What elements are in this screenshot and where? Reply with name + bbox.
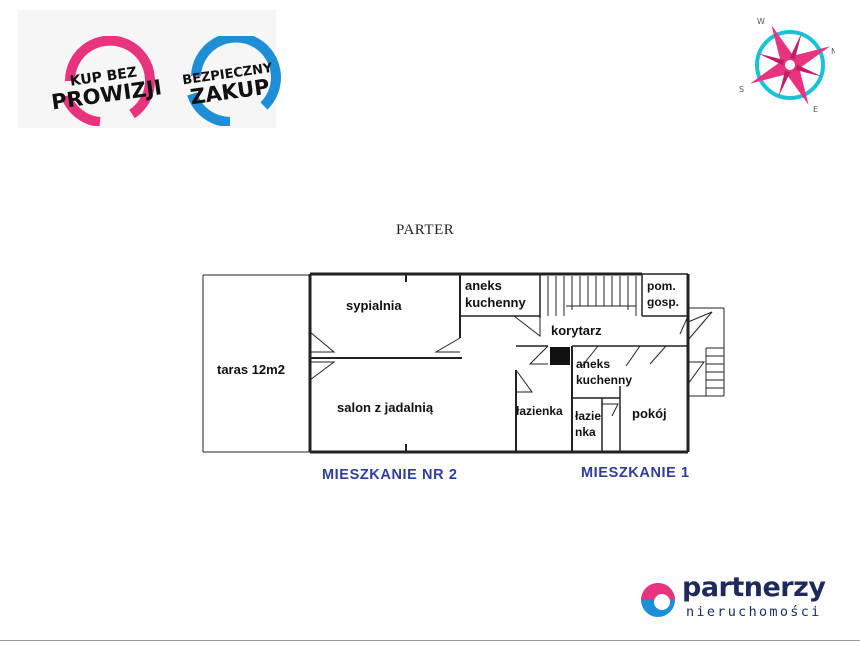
room-aneks-kuchenny-2: aneks kuchenny [576,356,632,388]
partnerzy-logo-icon [641,583,675,617]
room-lazienka-2: łazie nka [575,408,601,440]
room-aneks-kuchenny-1: aneks kuchenny [465,277,526,311]
logo-name: partnerzy [682,572,826,603]
room-aneks-2-line1: aneks [576,357,611,371]
compass-rose-icon: N E S W [735,8,837,120]
room-aneks-1-line1: aneks [465,278,502,293]
compass-letter-n: N [831,47,835,56]
room-aneks-2-line2: kuchenny [576,373,633,387]
room-lazienka-2-line1: łazie [575,409,602,423]
room-lazienka-2-line2: nka [575,425,596,439]
room-korytarz: korytarz [551,323,602,338]
room-lazienka-1: łazienka [516,404,563,418]
room-aneks-1-line2: kuchenny [465,295,526,310]
room-pom-line2: gosp. [647,295,679,309]
logo-subtitle: nieruchomości [686,604,822,620]
bottom-divider [0,640,860,641]
flat-label-nr1: MIESZKANIE 1 [581,465,690,481]
room-pom-gosp: pom. gosp. [647,278,679,310]
pink-ring-icon [61,35,155,127]
compass-letter-w: W [757,17,765,26]
flat-label-nr2: MIESZKANIE NR 2 [322,467,458,483]
badges-panel: KUP BEZ PROWIZJI BEZPIECZNY ZAKUP [18,10,281,128]
badge-safe-purchase: BEZPIECZNY ZAKUP [168,32,284,127]
plan-title: PARTER [396,222,455,238]
room-taras: taras 12m2 [217,362,285,377]
compass-letter-e: E [813,105,818,114]
room-pokoj: pokój [632,406,667,421]
blue-ring-icon [187,32,281,127]
room-pom-line1: pom. [647,279,676,293]
room-salon: salon z jadalnią [337,400,434,415]
compass-letter-s: S [739,85,744,94]
badge-no-commission: KUP BEZ PROWIZJI [40,35,163,127]
partnerzy-logo: partnerzy nieruchomości [638,572,838,624]
room-sypialnia: sypialnia [346,298,402,313]
